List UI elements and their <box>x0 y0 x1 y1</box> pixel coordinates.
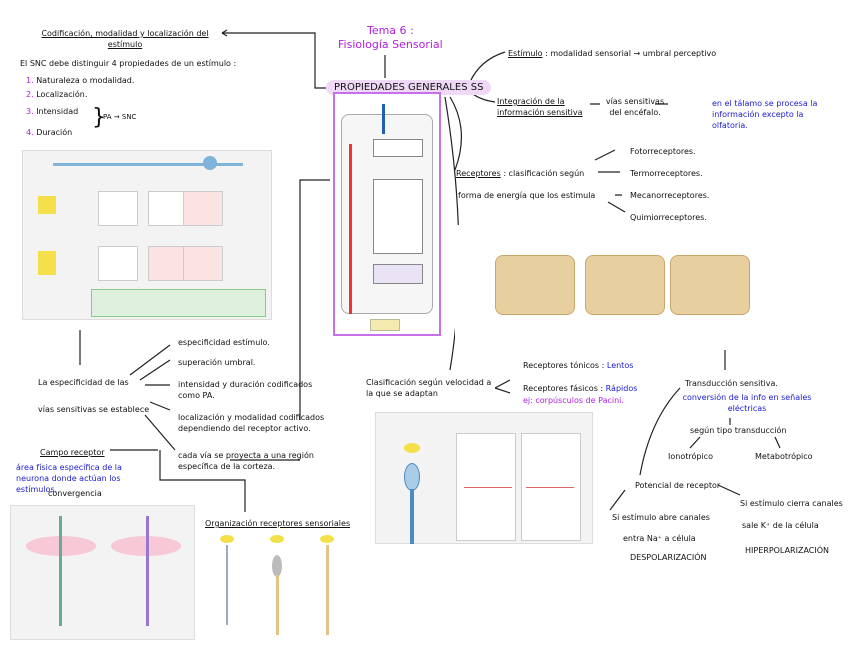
metabotropico: Metabotrópico <box>755 452 813 461</box>
topic-number: Tema 6 : <box>366 24 414 37</box>
receptor-type: Termorreceptores. <box>630 169 703 178</box>
codificacion-title: Codificación, modalidad y localización d… <box>41 29 209 49</box>
especificidad-item: intensidad y duración codificados como P… <box>178 380 313 400</box>
tonicos-row: Receptores tónicos : Lentos <box>523 361 634 370</box>
integracion-note: en el tálamo se procesa la información e… <box>712 99 818 130</box>
cierra-step: HIPERPOLARIZACIÓN <box>745 546 830 555</box>
adaptation-figure <box>375 412 593 544</box>
integracion-text: vías sensitivas del encéfalo. <box>605 97 665 117</box>
property-item: 2. Localización. <box>26 90 88 99</box>
codificacion-intro: El SNC debe distinguir 4 propiedades de … <box>20 59 237 68</box>
especificidad-label1: La especificidad de las <box>38 378 129 387</box>
transduccion-label: Transducción sensitiva. <box>685 379 778 388</box>
property-item: 3. Intensidad <box>26 107 79 116</box>
topic-title: Tema 6 :Fisiología Sensorial <box>338 24 443 52</box>
sensory-pathway-figure <box>333 92 441 336</box>
cierra-step: sale K⁺ de la célula <box>742 521 819 530</box>
receptores-text2: forma de energía que los estimula <box>458 191 596 200</box>
especificidad-item: cada vía se proyecta a una región especí… <box>178 451 314 471</box>
campo-def: área física específica de la neurona don… <box>16 463 122 494</box>
abre-step: DESPOLARIZACIÓN <box>630 553 707 562</box>
transduccion-def: conversión de la info en señales eléctri… <box>682 393 812 413</box>
receptor-organization-figure <box>205 530 360 642</box>
abre-step: entra Na⁺ a célula <box>623 534 696 543</box>
property-item: 4. Duración <box>26 128 73 137</box>
topic-name: Fisiología Sensorial <box>338 38 443 51</box>
central-node: PROPIEDADES GENERALES SS <box>326 80 492 95</box>
brace-note: PA → SNC <box>103 113 137 121</box>
brace: } <box>92 105 106 130</box>
receptor-cells-figure <box>455 225 775 345</box>
receptor-type: Quimiorreceptores. <box>630 213 707 222</box>
transduccion-tipo: según tipo transducción <box>690 426 787 435</box>
organizacion-label: Organización receptores sensoriales <box>205 519 351 528</box>
receptive-field-figure <box>10 505 195 640</box>
especificidad-item: especificidad estímulo. <box>178 338 270 347</box>
estimulo-row: Estímulo : modalidad sensorial → umbral … <box>508 49 717 58</box>
ionotropico: Ionotrópico <box>668 452 713 461</box>
campo-next: convergencia <box>48 489 102 498</box>
neuron-coding-figure <box>22 150 272 320</box>
integracion-label: Integración de la información sensitiva <box>497 97 583 117</box>
campo-label: Campo receptor <box>40 448 105 457</box>
adaptacion-label: Clasificación según velocidad a la que s… <box>366 378 492 398</box>
especificidad-label2: vías sensitivas se establece <box>38 405 150 414</box>
cierra-step: Si estímulo cierra canales <box>740 499 843 508</box>
fasicos-row: Receptores fásicos : Rápidos <box>523 384 638 393</box>
property-item: 1. Naturaleza o modalidad. <box>26 76 135 85</box>
especificidad-item: superación umbral. <box>178 358 256 367</box>
receptor-type: Fotorreceptores. <box>630 147 696 156</box>
abre-step: Si estímulo abre canales <box>612 513 710 522</box>
especificidad-item: localización y modalidad codificados dep… <box>178 413 325 433</box>
fasicos-example: ej: corpúsculos de Pacini. <box>523 396 624 405</box>
receptor-type: Mecanorreceptores. <box>630 191 710 200</box>
receptores-row: Receptores : clasificación según <box>456 169 585 178</box>
potencial-label: Potencial de receptor <box>635 481 721 490</box>
